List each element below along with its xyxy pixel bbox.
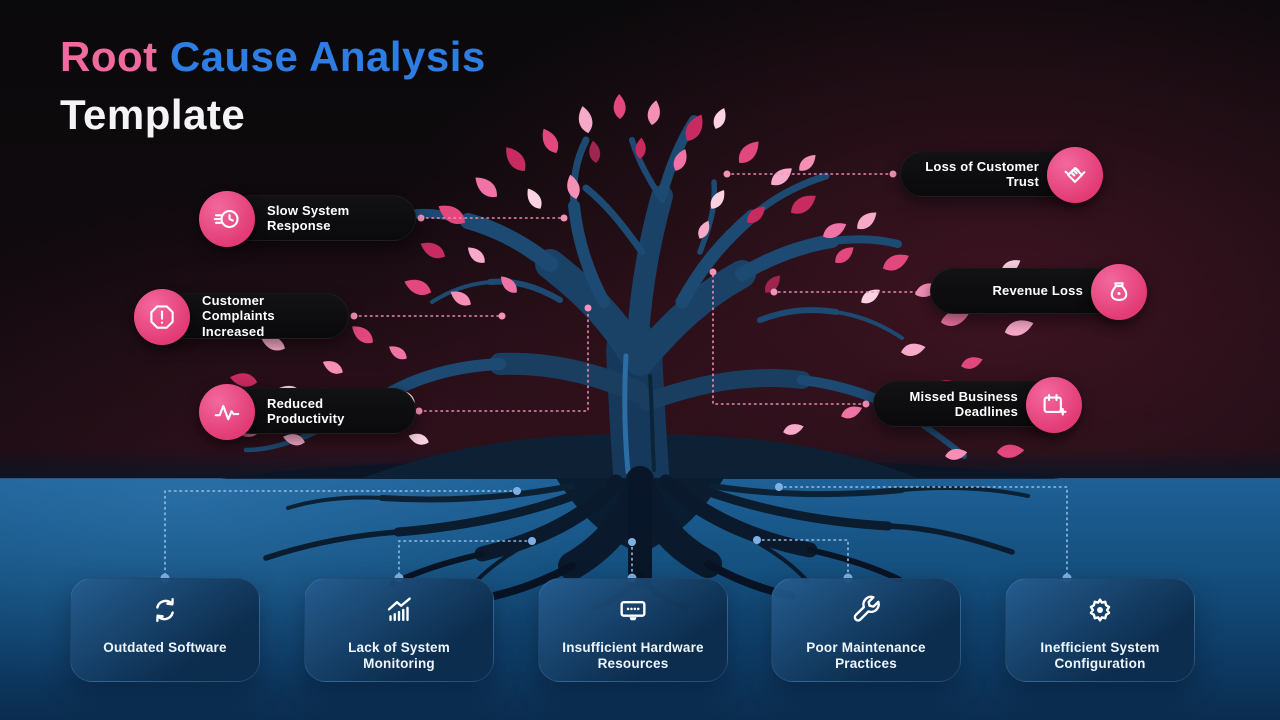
- effect-label-revenue-loss[interactable]: Revenue Loss: [930, 264, 1147, 320]
- effect-label-slow-system-response[interactable]: Slow System Response: [199, 191, 416, 247]
- page-title: Root Cause Analysis Template: [60, 28, 486, 144]
- alert-octagon-icon: [134, 289, 190, 345]
- effect-label-text: Customer Complaints Increased: [202, 292, 275, 339]
- gear-icon: [1083, 593, 1117, 632]
- handshake-icon: [1047, 147, 1103, 203]
- wrench-icon: [849, 593, 883, 632]
- effect-label-text: Reduced Productivity: [267, 395, 345, 427]
- cause-card-label: Lack of System Monitoring: [348, 640, 450, 671]
- calendar-plus-icon: [1026, 377, 1082, 433]
- effect-label-text: Revenue Loss: [992, 283, 1083, 299]
- effect-label-reduced-productivity[interactable]: Reduced Productivity: [199, 384, 416, 440]
- title-line-1: Root Cause Analysis: [60, 28, 486, 86]
- cause-connectors: [164, 486, 1068, 579]
- effect-label-text: Slow System Response: [267, 202, 350, 234]
- effect-label-text: Missed Business Deadlines: [909, 388, 1018, 420]
- effect-connector-dots: [350, 170, 927, 415]
- cause-card-outdated-software[interactable]: Outdated Software: [70, 578, 260, 682]
- cause-card-label: Outdated Software: [103, 640, 227, 655]
- cause-card-label: Insufficient Hardware Resources: [562, 640, 704, 671]
- cause-card-insufficient-hardware-resources[interactable]: Insufficient Hardware Resources: [538, 578, 728, 682]
- refresh-icon: [148, 593, 182, 632]
- cause-connector-dots: [160, 483, 1072, 583]
- cause-card-label: Poor Maintenance Practices: [806, 640, 926, 671]
- clock-speed-icon: [199, 191, 255, 247]
- cause-card-inefficient-system-configuration[interactable]: Inefficient System Configuration: [1005, 578, 1195, 682]
- effect-label-text: Loss of Customer Trust: [925, 158, 1039, 190]
- money-bag-icon: [1091, 264, 1147, 320]
- chart-growth-icon: [382, 593, 416, 632]
- cause-card-poor-maintenance-practices[interactable]: Poor Maintenance Practices: [771, 578, 961, 682]
- effect-label-missed-business-deadlines[interactable]: Missed Business Deadlines: [873, 377, 1082, 433]
- cause-card-lack-of-system-monitoring[interactable]: Lack of System Monitoring: [304, 578, 494, 682]
- title-words-cause-analysis: Cause Analysis: [169, 33, 486, 80]
- monitor-icon: [616, 593, 650, 632]
- effect-label-customer-complaints-increased[interactable]: Customer Complaints Increased: [134, 289, 349, 345]
- effect-label-loss-of-customer-trust[interactable]: Loss of Customer Trust: [900, 147, 1103, 203]
- title-line-2: Template: [60, 91, 246, 138]
- title-word-root: Root: [60, 33, 158, 80]
- effect-connectors: [353, 173, 924, 412]
- cause-card-label: Inefficient System Configuration: [1040, 640, 1160, 671]
- pulse-icon: [199, 384, 255, 440]
